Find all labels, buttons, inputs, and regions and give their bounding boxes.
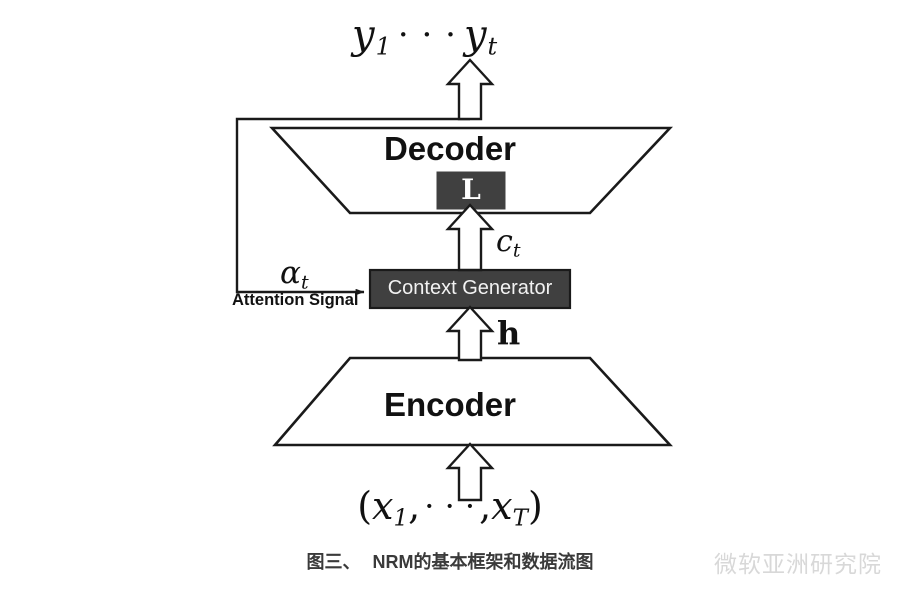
decoder-to-output-arrow <box>445 58 495 121</box>
attention-weight-label: αt <box>280 255 309 294</box>
input-comma-2: , <box>479 484 492 528</box>
attention-feedback-path <box>235 117 470 296</box>
output-y-first-subscript: 1 <box>375 32 391 61</box>
figure-caption-prefix: 图三、 <box>306 552 361 572</box>
context-generator-title: Context Generator <box>387 277 553 299</box>
hidden-state-label: h <box>497 314 521 352</box>
decoder-title: Decoder <box>383 130 517 167</box>
input-close-paren: ) <box>527 484 543 528</box>
input-sequence-label: (x1,· · ·,xT) <box>0 484 900 531</box>
attention-weight-symbol: α <box>280 255 301 291</box>
figure-caption-text: NRM的基本框架和数据流图 <box>372 552 594 572</box>
input-ellipsis: · · · <box>424 487 476 526</box>
output-sequence-label: y1· · ·yt <box>352 12 497 61</box>
output-y-last-subscript: t <box>487 32 498 61</box>
input-comma-1: , <box>408 484 421 528</box>
context-vector-symbol: c <box>496 224 513 259</box>
attention-weight-subscript: t <box>300 271 309 294</box>
encoder-shape <box>272 356 673 447</box>
input-x-first: x <box>372 484 394 528</box>
output-y-last: y <box>463 12 488 58</box>
input-x-last-subscript: T <box>512 505 528 532</box>
output-y-first: y <box>352 12 376 58</box>
input-x-last: x <box>491 484 513 528</box>
decoder-shape <box>269 126 674 215</box>
input-to-encoder-arrow <box>445 442 495 502</box>
encoder-title: Encoder <box>383 386 517 423</box>
decoder-state-label: L <box>461 173 481 206</box>
figure-caption: 图三、 NRM的基本框架和数据流图 <box>0 548 900 574</box>
context-vector-subscript: t <box>512 239 521 262</box>
output-ellipsis: · · · <box>397 14 457 55</box>
attention-signal-label: Attention Signal <box>232 291 359 309</box>
input-open-paren: ( <box>357 484 373 528</box>
input-x-first-subscript: 1 <box>393 505 409 532</box>
context-to-decoder-arrow <box>445 203 495 272</box>
watermark: 微软亚洲研究院 <box>714 551 882 577</box>
context-vector-label: ct <box>496 224 520 262</box>
context-generator-shape <box>368 268 572 310</box>
encoder-to-context-arrow <box>445 305 495 362</box>
